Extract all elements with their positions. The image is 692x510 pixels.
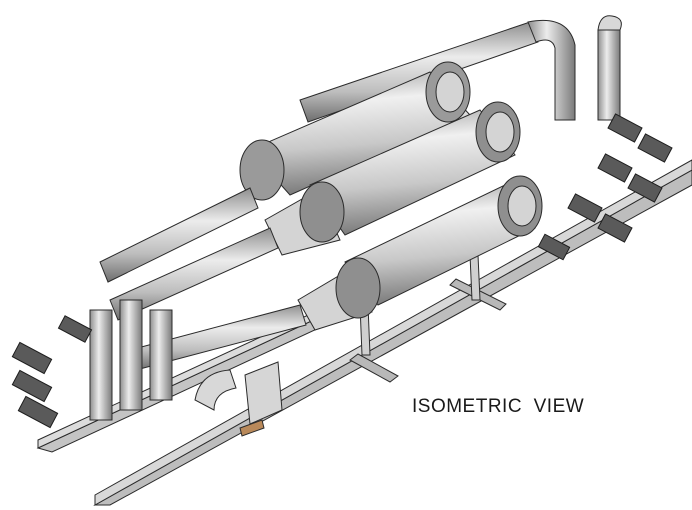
middle-vessel-flange-left [299, 181, 345, 243]
upper-header-pipe [299, 15, 622, 123]
cross-member-left [349, 353, 399, 383]
left-valve-3 [17, 395, 59, 429]
left-riser-2 [119, 299, 143, 411]
left-riser-3 [149, 309, 173, 401]
rear-riser [597, 29, 621, 121]
right-valve-5 [567, 193, 603, 223]
right-valve-3 [597, 153, 633, 183]
right-valve-1 [607, 113, 643, 143]
support-leg-1 [469, 254, 481, 301]
left-riser-1 [89, 309, 113, 421]
right-valve-7 [537, 233, 571, 261]
middle-vessel-flange-right-inner [485, 111, 515, 153]
left-valve-4 [57, 315, 93, 343]
mounting-bracket [239, 419, 265, 437]
rear-riser-bend [597, 15, 622, 31]
lower-vessel [297, 175, 543, 331]
left-valve-1 [11, 341, 53, 375]
upper-header-run [299, 21, 539, 123]
control-box [244, 361, 283, 425]
left-valve-2 [11, 369, 53, 403]
left-drop-bend [194, 369, 237, 411]
right-valve-4 [627, 173, 663, 203]
upper-vessel [239, 61, 471, 201]
left-upper-pipe [99, 187, 259, 283]
right-valve-2 [637, 133, 673, 163]
right-outlet-valves [537, 113, 673, 261]
middle-vessel [264, 101, 521, 256]
view-label: ISOMETRIC VIEW [412, 396, 585, 417]
upper-header-bend [527, 19, 576, 121]
upper-vessel-flange-right-inner [435, 71, 465, 113]
left-mid-pipe [109, 227, 279, 321]
left-inlet-valves [11, 315, 93, 429]
control-box-assembly [239, 361, 283, 437]
lower-vessel-flange-right-inner [507, 185, 537, 227]
left-manifold-piping [89, 187, 307, 421]
upper-vessel-flange-left [239, 139, 285, 201]
lower-vessel-flange-left [335, 257, 381, 319]
right-valve-6 [597, 213, 633, 243]
